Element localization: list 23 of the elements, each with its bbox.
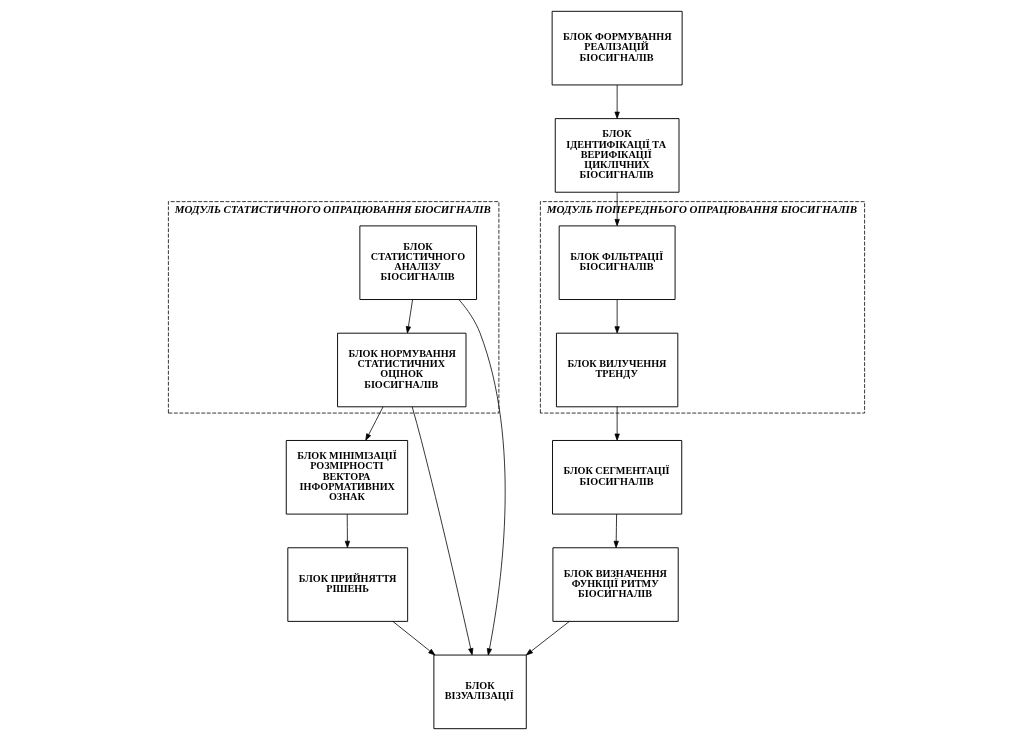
- arrow: [411, 406, 473, 656]
- node-box: БЛОК ВІЗУАЛІЗАЦІЇ: [432, 654, 527, 730]
- arrow: [525, 621, 570, 656]
- node-box: БЛОК СТАТИСТИЧНОГО АНАЛІЗУ БІОСИГНАЛІВ: [358, 225, 477, 300]
- arrow: [458, 299, 505, 656]
- arrow: [614, 299, 620, 334]
- node-box: БЛОК ВИЗНАЧЕННЯ ФУНКЦІЇ РИТМУ БІОСИГНАЛІВ: [551, 547, 679, 622]
- node-box: БЛОК НОРМУВАННЯ СТАТИСТИЧНИХ ОЦІНОК БІОСИГНАЛІВ: [336, 332, 466, 408]
- node-box: БЛОК СЕГМЕНТАЦІЇ БІОСИГНАЛІВ: [551, 440, 682, 515]
- arrow: [392, 621, 435, 656]
- node-box: БЛОК МІНІМІЗАЦІЇ РОЗМІРНОСТІ ВЕКТОРА ІНФОРМАТИВНИХ ОЗНАК: [285, 440, 408, 515]
- node-box: БЛОК ВИЛУЧЕННЯ ТРЕНДУ: [555, 332, 678, 408]
- node-box: БЛОК ПРИЙНЯТТЯ РІШЕНЬ: [286, 547, 408, 622]
- arrow: [614, 191, 620, 227]
- arrow: [364, 406, 383, 441]
- node-box: БЛОК ФОРМУВАННЯ РЕАЛІЗАЦІЙ БІОСИГНАЛІВ: [551, 10, 683, 86]
- arrow: [613, 513, 619, 548]
- node-box: БЛОК ІДЕНТИФІКАЦІЇ ТА ВЕРИФІКАЦІЇ ЦИКЛІЧНИХ БІОСИГНАЛІВ: [554, 118, 679, 193]
- node-box: БЛОК ФІЛЬТРАЦІЇ БІОСИГНАЛІВ: [558, 225, 676, 300]
- arrow: [614, 406, 620, 441]
- arrow: [344, 513, 350, 548]
- arrow: [614, 84, 620, 119]
- arrow: [405, 299, 413, 334]
